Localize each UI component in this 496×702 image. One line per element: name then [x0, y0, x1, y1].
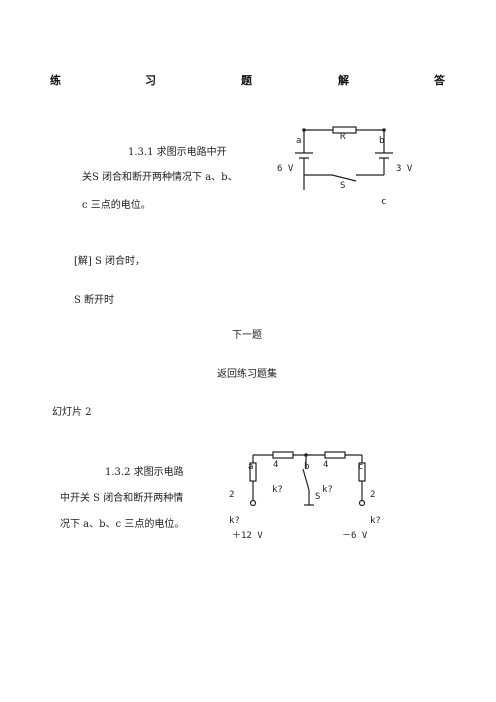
title-char-4: 解: [338, 74, 349, 87]
problem2-line2: 中开关 S 闭合和断开两种情: [60, 493, 184, 504]
next-question-link[interactable]: 下一题: [232, 330, 262, 341]
node-c-label: c: [358, 462, 363, 472]
solution-closed: [解] S 闭合时，: [74, 256, 146, 267]
unit-k-1: k?: [272, 485, 283, 495]
unit-k-3: k?: [229, 516, 240, 526]
unit-k-4: k?: [370, 516, 381, 526]
unit-k-2: k?: [322, 485, 333, 495]
node-a-label: a: [248, 462, 253, 472]
node-b-label: b: [379, 136, 384, 146]
switch-s-label: S: [340, 181, 345, 191]
title-char-1: 练: [50, 74, 61, 87]
solution-open: S 断开时: [74, 295, 115, 306]
resistor-2-value: 4: [323, 460, 328, 470]
problem1-line2: 关S 闭合和断开两种情况下 a、b、: [82, 172, 238, 183]
title-char-3: 题: [241, 74, 252, 87]
source-6v-label: 6 V: [277, 164, 294, 174]
back-to-exercises-link[interactable]: 返回练习题集: [217, 369, 277, 380]
problem1-line3: c 三点的电位。: [82, 200, 151, 211]
right-resistor-value: 2: [370, 490, 375, 500]
switch-s-label: S: [315, 492, 320, 502]
problem2-line3: 况下 a、b、c 三点的电位。: [60, 519, 185, 530]
node-b-label: b: [304, 462, 309, 472]
title-char-5: 答: [434, 74, 445, 87]
problem1-line1: 1.3.1 求图示电路中开: [128, 147, 227, 158]
voltage-plus-12v: ＋12 V: [232, 530, 263, 541]
resistor-1-value: 4: [273, 460, 278, 470]
problem2-line1: 1.3.2 求图示电路: [105, 467, 184, 478]
node-c-label: c: [381, 197, 386, 207]
source-3v-label: 3 V: [396, 164, 413, 174]
title-char-2: 习: [145, 74, 156, 87]
node-a-label: a: [296, 136, 301, 146]
voltage-minus-6v: －6 V: [342, 531, 368, 541]
left-resistor-value: 2: [229, 490, 234, 500]
slide-label: 幻灯片 2: [52, 407, 92, 418]
resistor-r-label: R: [340, 132, 346, 142]
